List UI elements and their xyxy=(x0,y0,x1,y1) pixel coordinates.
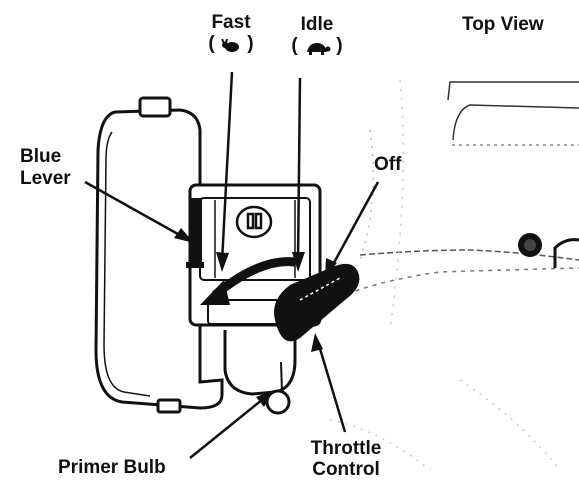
engine-bolt xyxy=(518,233,542,257)
throttle-travel-arrow xyxy=(200,257,296,305)
idle-text: Idle xyxy=(300,14,334,35)
blue-lever-label: Blue Lever xyxy=(20,146,71,189)
engine-top-view xyxy=(329,79,579,471)
throttle-control-label: Throttle Control xyxy=(310,438,382,480)
choke-knob xyxy=(235,205,273,239)
leader-arrowheads xyxy=(174,228,337,407)
throttle-control-part xyxy=(274,263,360,342)
turtle-icon xyxy=(303,39,331,55)
fuel-tank xyxy=(94,96,224,414)
fast-text: Fast xyxy=(211,12,251,33)
leader-lines xyxy=(84,71,380,459)
fast-label: Fast ( ) xyxy=(200,12,262,54)
idle-label: Idle ( ) xyxy=(282,14,352,56)
rabbit-icon xyxy=(220,37,242,52)
primer-bulb-part xyxy=(223,330,297,415)
idle-symbol: ( ) xyxy=(291,35,343,56)
top-view-label: Top View xyxy=(462,14,544,35)
primer-bulb-label: Primer Bulb xyxy=(58,457,166,478)
fast-symbol: ( ) xyxy=(208,33,254,54)
off-label: Off xyxy=(374,154,402,175)
blue-lever-part xyxy=(186,198,204,268)
